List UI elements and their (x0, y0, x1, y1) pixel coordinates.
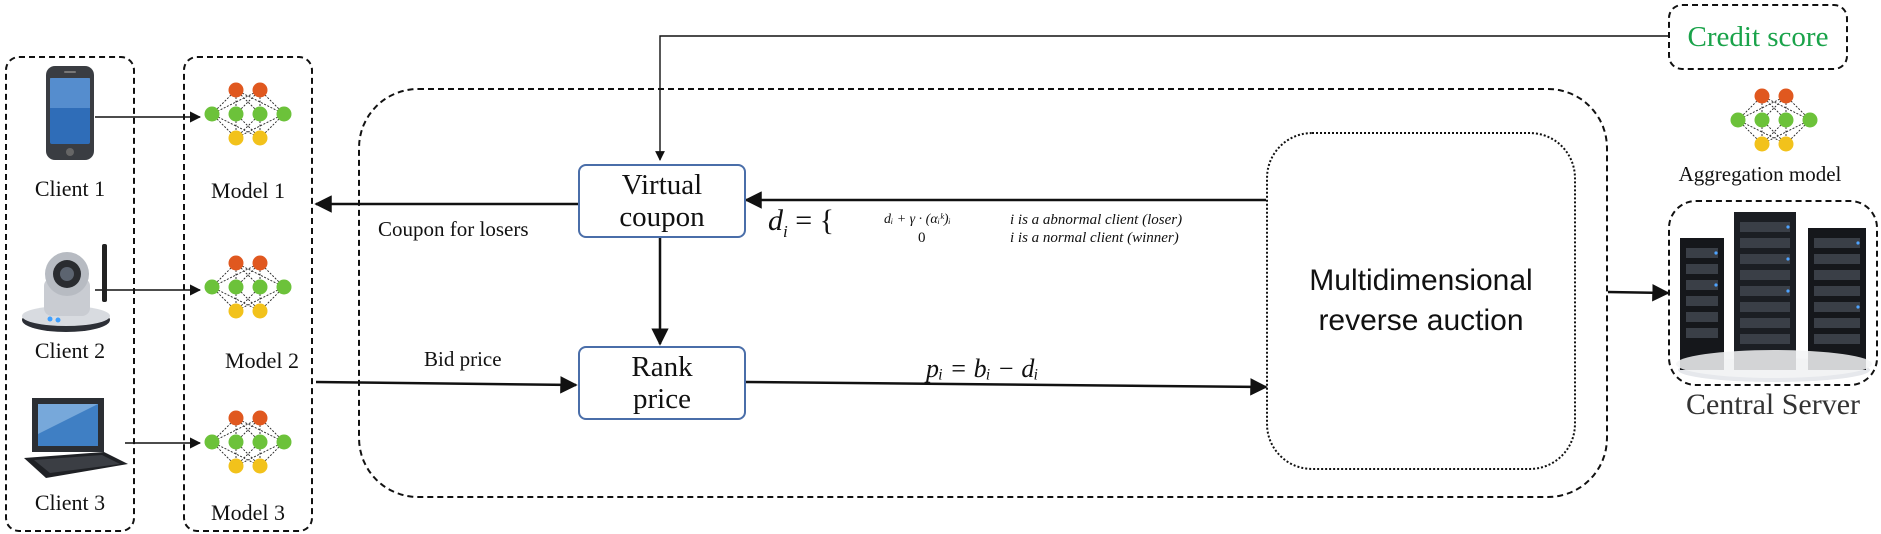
coupon-formula-case-1-cond: i is a abnormal client (loser) (1010, 212, 1183, 228)
nn-edge (1737, 95, 1787, 121)
nn-edge (1761, 119, 1811, 145)
coupon-for-losers-label: Coupon for losers (378, 217, 529, 241)
price-formula: pᵢ = bᵢ − dᵢ (926, 354, 1039, 383)
nn-hidden-node (204, 279, 220, 295)
nn-edge (211, 262, 261, 288)
coupon-formula-case-2-cond: i is a normal client (winner) (1010, 230, 1179, 246)
rank-price-line2: price (633, 383, 691, 415)
nn-edge (235, 89, 285, 115)
virtual-coupon-line2: coupon (619, 201, 705, 233)
nn-hidden-node (1802, 112, 1818, 128)
coupon-formula-lhs-sub: i (783, 222, 788, 241)
nn-hidden-node (252, 279, 268, 295)
virtual-coupon-node: Virtual coupon (578, 164, 746, 238)
nn-hidden-node (204, 106, 220, 122)
laptop-icon (24, 398, 128, 478)
central-server-group (1668, 200, 1878, 386)
rank-to-auction-arrow (745, 378, 1268, 396)
nn-hidden-node (276, 434, 292, 450)
coupon-formula-case-1-expr: dᵢ + γ · (αᵢᵏ)ᵢ (884, 212, 951, 227)
aggregation-model-label: Aggregation model (1678, 162, 1842, 186)
nn-edge (211, 441, 261, 467)
nn-hidden-node (1754, 112, 1770, 128)
smartphone-icon (46, 66, 94, 160)
multidimensional-reverse-auction-node: Multidimensional reverse auction (1266, 132, 1576, 470)
nn-output-node (228, 82, 244, 98)
auction-line2: reverse auction (1318, 304, 1524, 337)
nn-edge (211, 89, 261, 115)
aggregation-model-network-icon (1726, 86, 1822, 159)
nn-edge (235, 113, 285, 139)
nn-edge (235, 286, 285, 312)
nn-input-node (252, 130, 268, 146)
nn-edge (1761, 95, 1811, 121)
nn-edge (235, 441, 285, 467)
clients-group (5, 56, 135, 532)
neural-network-graphic (204, 410, 292, 474)
neural-network-graphic (1730, 88, 1818, 152)
coupon-formula-lhs: d (768, 204, 783, 237)
bid-price-label: Bid price (424, 347, 502, 371)
model-2-network-icon (200, 253, 296, 326)
model-1-network-icon (200, 80, 296, 153)
nn-edge (211, 417, 261, 443)
model-3-label: Model 3 (211, 500, 285, 525)
auction-to-server-arrow (1607, 283, 1670, 302)
nn-output-node (1778, 88, 1794, 104)
client-1-label: Client 1 (34, 176, 106, 201)
nn-output-node (228, 410, 244, 426)
auction-line1: Multidimensional (1309, 263, 1533, 297)
client-3-label: Client 3 (34, 490, 106, 515)
coupon-formula-case-2-expr: 0 (918, 230, 926, 246)
model-2-label: Model 2 (225, 348, 299, 373)
coupon-formula: di = { (768, 204, 834, 242)
nn-hidden-node (204, 434, 220, 450)
nn-output-node (252, 82, 268, 98)
nn-output-node (228, 255, 244, 271)
nn-edge (211, 113, 261, 139)
nn-input-node (228, 303, 244, 319)
nn-output-node (1754, 88, 1770, 104)
rank-price-node: Rank price (578, 346, 746, 420)
virtual-coupon-line1: Virtual (621, 168, 703, 201)
auction-mechanism-frame (358, 88, 1608, 498)
nn-hidden-node (1778, 112, 1794, 128)
nn-input-node (1778, 136, 1794, 152)
nn-edge (235, 417, 285, 443)
server-rack-icon (1676, 212, 1872, 382)
nn-hidden-node (228, 106, 244, 122)
nn-input-node (228, 458, 244, 474)
model-3-network-icon (200, 408, 296, 481)
coupon-formula-eq: = { (787, 204, 835, 237)
nn-hidden-node (276, 279, 292, 295)
model-1-label: Model 1 (211, 178, 285, 203)
central-server-label: Central Server (1685, 388, 1861, 421)
nn-output-node (252, 410, 268, 426)
nn-output-node (252, 255, 268, 271)
neural-network-graphic (204, 82, 292, 146)
nn-input-node (252, 458, 268, 474)
nn-hidden-node (228, 434, 244, 450)
nn-edge (235, 262, 285, 288)
nn-edge (211, 286, 261, 312)
nn-input-node (252, 303, 268, 319)
nn-input-node (1754, 136, 1770, 152)
nn-hidden-node (1730, 112, 1746, 128)
models-group (183, 56, 313, 532)
client-2-label: Client 2 (34, 338, 106, 363)
nn-hidden-node (228, 279, 244, 295)
rank-price-line1: Rank (631, 350, 693, 383)
credit-score-node: Credit score (1668, 4, 1848, 70)
webcam-icon (22, 244, 110, 332)
neural-network-graphic (204, 255, 292, 319)
nn-edge (1737, 119, 1787, 145)
nn-hidden-node (252, 106, 268, 122)
credit-score-feedback-line (655, 35, 1668, 161)
credit-score-label: Credit score (1687, 20, 1829, 53)
nn-hidden-node (252, 434, 268, 450)
nn-hidden-node (276, 106, 292, 122)
nn-input-node (228, 130, 244, 146)
